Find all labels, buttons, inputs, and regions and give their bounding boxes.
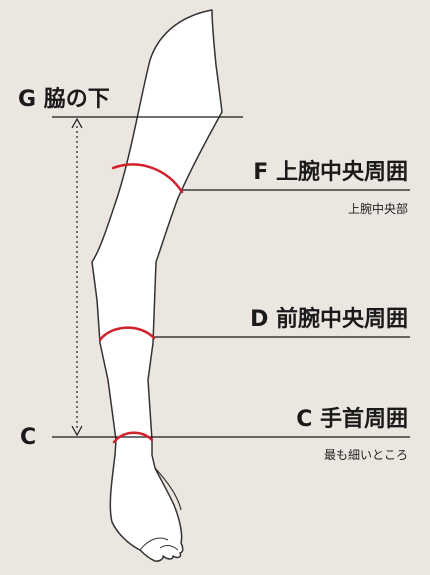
upper-arm-circumference-label: F 上腕中央周囲 — [253, 160, 408, 185]
arrow-up-icon — [71, 117, 83, 129]
forearm-circumference-arc — [98, 326, 156, 342]
upper-arm-sub-label: 上腕中央部 — [347, 202, 408, 216]
wrist-circumference-label: C 手首周囲 — [296, 407, 408, 432]
upper-arm-circumference-arc — [111, 163, 184, 194]
arrow-down-icon — [71, 425, 83, 437]
wrist-sub-label: 最も細いところ — [323, 448, 408, 462]
finger-line — [159, 545, 179, 551]
finger-line — [139, 537, 169, 551]
armpit-label: G 脇の下 — [18, 87, 110, 112]
arm-outline — [91, 9, 223, 562]
forearm-circumference-label: D 前腕中央周囲 — [250, 307, 408, 332]
wrist-circumference-arc — [112, 431, 154, 444]
thumb-line — [154, 467, 182, 511]
wrist-left-label: C — [20, 425, 37, 450]
